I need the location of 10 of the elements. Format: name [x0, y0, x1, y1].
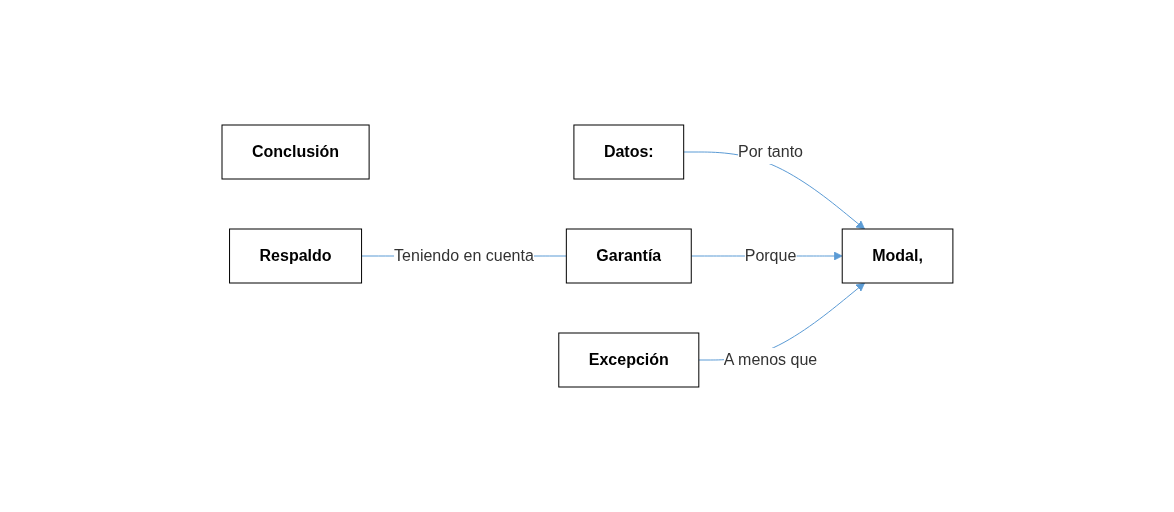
node-box: Conclusión — [221, 124, 370, 180]
node-box: Excepción — [557, 332, 699, 388]
edge-label: Teniendo en cuenta — [393, 247, 534, 264]
edge-label: A menos que — [723, 351, 817, 368]
node-box: Respaldo — [228, 228, 362, 284]
edge-label: Porque — [744, 247, 796, 264]
edge-label: Por tanto — [737, 143, 803, 160]
node-box: Modal, — [841, 228, 953, 284]
node-box: Datos: — [572, 124, 684, 180]
node-box: Garantía — [565, 228, 692, 284]
